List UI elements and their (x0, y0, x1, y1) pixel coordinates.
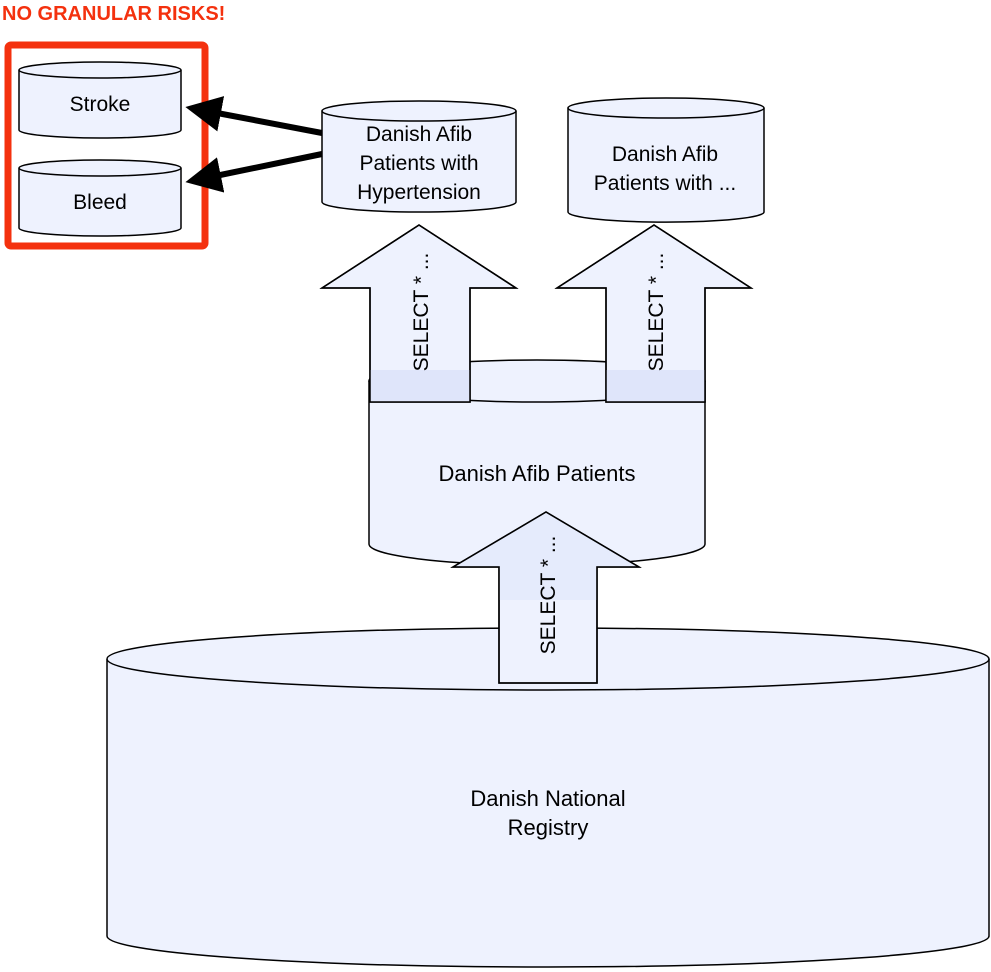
bleed-cylinder[interactable]: Bleed (18, 159, 182, 237)
hypertension-cylinder[interactable]: Danish Afib Patients with Hypertension (321, 100, 517, 213)
other-label-line1: Danish Afib (612, 143, 718, 166)
arrow-to-stroke (185, 96, 323, 136)
select-arrow-bottom[interactable]: SELECT * ... (450, 511, 642, 684)
stroke-label: Stroke (70, 93, 131, 116)
registry-label-line2: Registry (508, 815, 589, 840)
other-label-line2: Patients with ... (594, 172, 736, 195)
bleed-label: Bleed (73, 191, 127, 214)
select-arrow-left[interactable]: SELECT * ... (319, 224, 519, 403)
warning-label: NO GRANULAR RISKS! (2, 3, 226, 25)
highlight-box (4, 41, 209, 250)
hypertension-label-line2: Patients with (359, 152, 478, 175)
registry-label-line1: Danish National (470, 786, 625, 811)
select-label-left: SELECT * ... (410, 253, 433, 372)
stroke-cylinder[interactable]: Stroke (18, 61, 182, 139)
afib-label: Danish Afib Patients (439, 461, 636, 486)
select-label-bottom: SELECT * ... (537, 536, 560, 655)
other-cylinder[interactable]: Danish Afib Patients with ... (567, 97, 765, 223)
hypertension-label-line3: Hypertension (357, 181, 481, 204)
select-arrow-right[interactable]: SELECT * ... (554, 224, 754, 403)
hypertension-label-line1: Danish Afib (366, 123, 472, 146)
arrow-to-bleed (185, 151, 323, 193)
select-label-right: SELECT * ... (645, 253, 668, 372)
